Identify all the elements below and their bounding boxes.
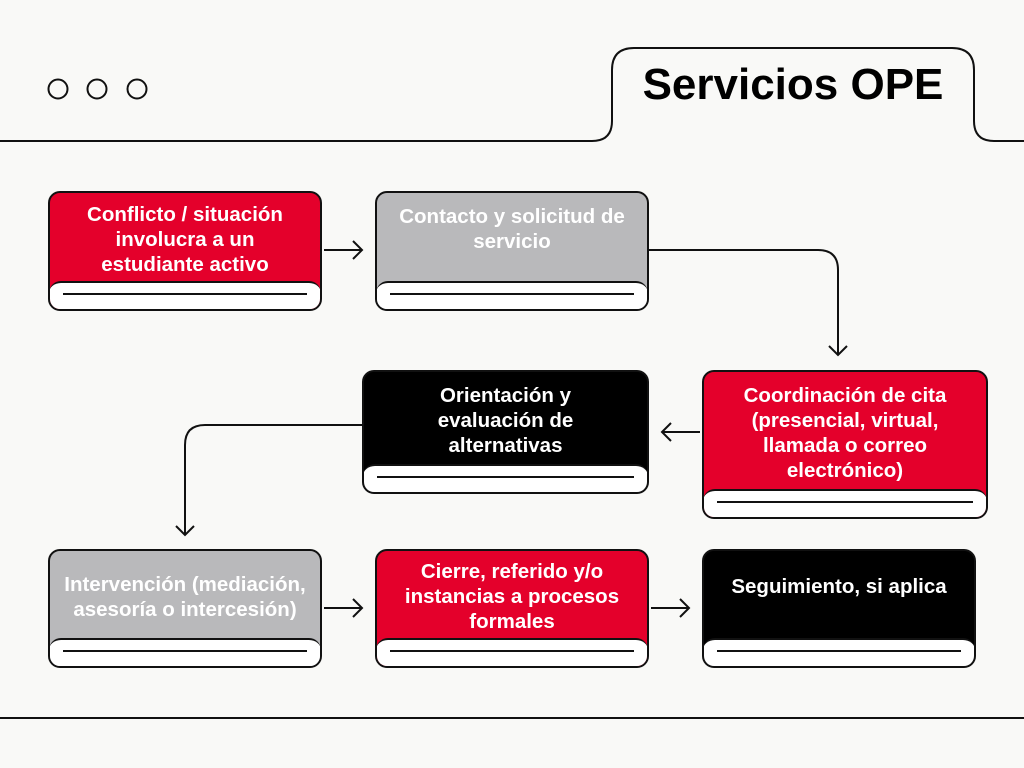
- step-label: Seguimiento, si aplica: [731, 575, 947, 598]
- arrow-3-4: [660, 422, 700, 442]
- step-4: Orientación y evaluación de alternativas: [362, 370, 649, 494]
- header-tab-outline: [0, 47, 1024, 142]
- page-title: Servicios OPE: [642, 60, 944, 109]
- step-label: Intervención (mediación, asesoría o inte…: [64, 572, 306, 621]
- step-6: Cierre, referido y/o instancias a proces…: [375, 549, 649, 668]
- step-label: Conflicto / situación involucra a un est…: [87, 202, 283, 276]
- arrow-4-5: [175, 424, 362, 537]
- arrow-1-2: [324, 240, 364, 260]
- step-7: Seguimiento, si aplica: [702, 549, 976, 668]
- arrow-5-6: [324, 598, 364, 618]
- step-2: Contacto y solicitud de servicio: [375, 191, 649, 311]
- step-5: Intervención (mediación, asesoría o inte…: [48, 549, 322, 668]
- step-label: Contacto y solicitud de servicio: [399, 205, 625, 253]
- window-dot-icon: [126, 78, 148, 100]
- window-dot-icon: [47, 78, 69, 100]
- arrow-2-3: [649, 249, 848, 357]
- step-label: Cierre, referido y/o instancias a proces…: [404, 560, 620, 633]
- step-3: Coordinación de cita (presencial, virtua…: [702, 370, 988, 519]
- step-1: Conflicto / situación involucra a un est…: [48, 191, 322, 311]
- window-dot-icon: [86, 78, 108, 100]
- arrow-6-7: [651, 598, 691, 618]
- step-label: Coordinación de cita (presencial, virtua…: [743, 383, 947, 482]
- step-label: Orientación y evaluación de alternativas: [437, 383, 574, 457]
